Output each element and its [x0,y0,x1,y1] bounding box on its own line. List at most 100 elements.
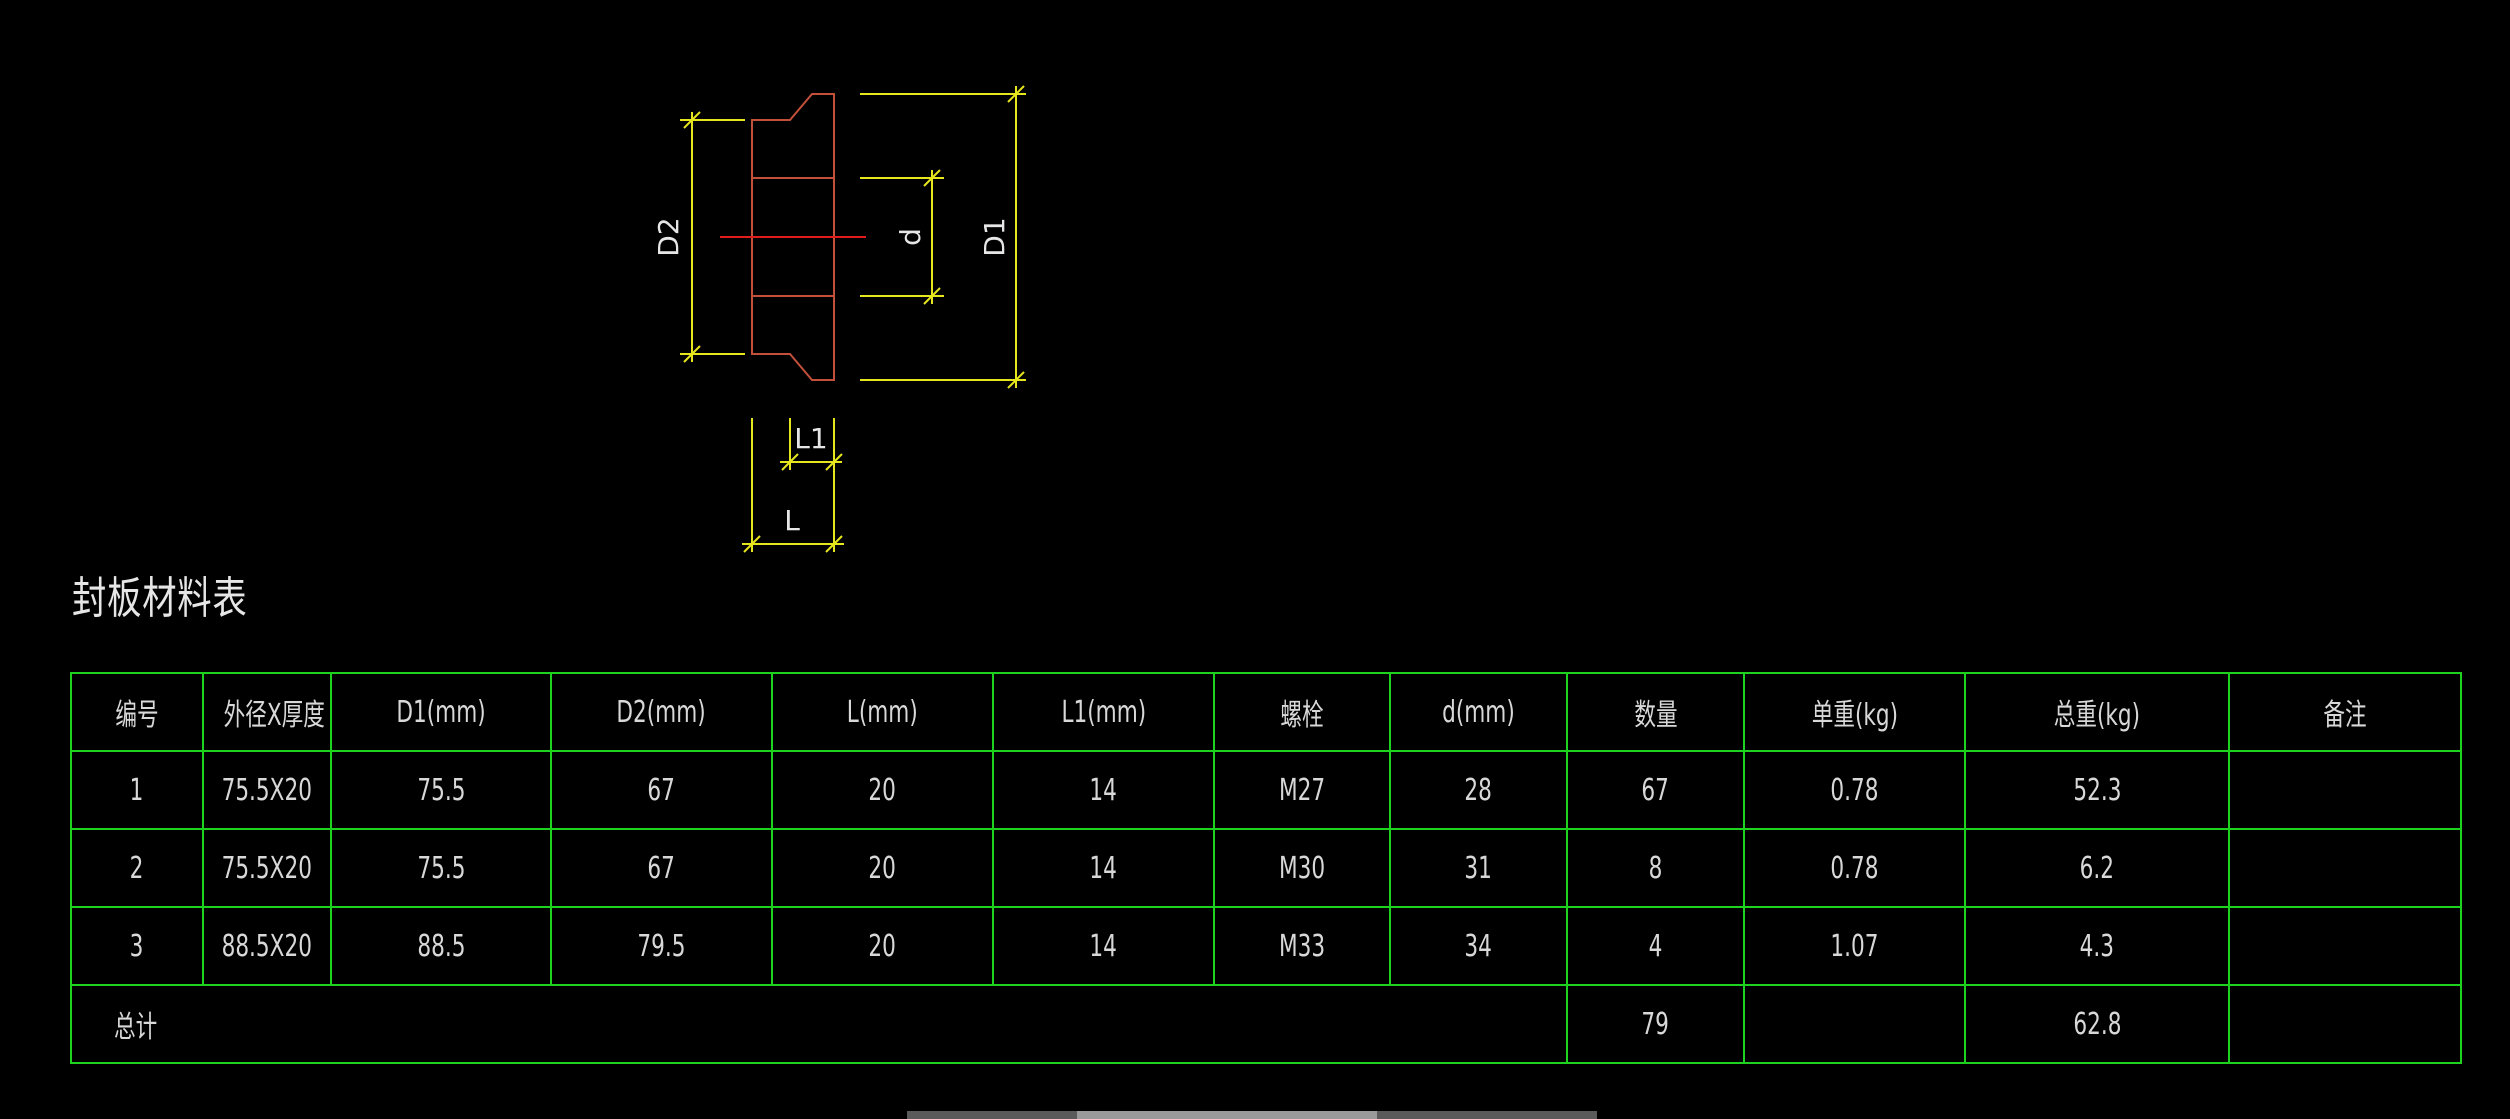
table-cell: 75.5X20 [202,828,332,908]
material-table-title: 封板材料表 [72,573,248,624]
l1-tick-left [781,453,799,471]
table-header-cell-text: 螺栓 [1280,698,1324,733]
table-cell-text: 20 [868,928,897,964]
table-cell: 20 [771,828,994,908]
table-cell-text: M33 [1278,928,1326,964]
d-tick-bottom [923,287,941,305]
table-cell-text: 0.78 [1830,850,1879,886]
table-cell-text: 4 [1648,928,1663,964]
table-cell: 31 [1389,828,1568,908]
table-cell-text: 4.3 [2079,928,2115,964]
table-cell-text: 75.5 [416,850,466,886]
table-header-cell-text: 总重(kg) [2053,698,2141,733]
table-cell: 67 [550,828,773,908]
table-cell: 88.5 [330,906,552,986]
table-cell: 20 [771,906,994,986]
dimension-label-d: d [894,228,927,246]
d2-tick-top [683,111,701,129]
table-cell-text: 75.5 [416,772,466,808]
table-cell: 4.3 [1964,906,2230,986]
table-cell-text: 34 [1464,928,1493,964]
table-cell-text: 1.07 [1830,928,1879,964]
table-header-cell: 数量 [1566,672,1745,752]
table-cell-text: 67 [1641,772,1670,808]
table-cell: 1 [70,750,204,830]
table-cell: 20 [771,750,994,830]
table-cell-text: 14 [1089,928,1118,964]
table-total-row: 总计 79 62.8 [70,984,2462,1064]
table-header-cell-text: 单重(kg) [1811,698,1898,733]
table-cell-text: 75.5X20 [221,772,313,808]
total-label-cell: 总计 [70,984,1568,1064]
table-header-cell-text: 外径X厚度 [223,698,325,733]
table-cell-text: 1 [130,772,144,808]
table-cell: 0.78 [1743,750,1966,830]
table-header-cell: 编号 [70,672,204,752]
table-cell-text: 79.5 [637,928,686,964]
total-label-cell-text: 总计 [114,1010,158,1045]
table-cell: 88.5X20 [202,906,332,986]
scrollbar-thumb[interactable] [1077,1111,1377,1119]
table-cell: 34 [1389,906,1568,986]
table-cell: 1.07 [1743,906,1966,986]
table-cell: 67 [1566,750,1745,830]
dimension-label-l: L [784,504,800,537]
table-cell: 2 [70,828,204,908]
table-header-cell-text: 备注 [2323,698,2367,733]
table-cell-text: 8 [1648,850,1663,886]
table-cell: 8 [1566,828,1745,908]
table-row: 3 88.5X20 88.5 79.5 20 14 M33 34 4 1.07 4.3 [70,906,2462,986]
table-header-cell-text: 编号 [115,698,159,733]
total-unit-weight-cell [1743,984,1966,1064]
table-cell: 4 [1566,906,1745,986]
table-cell-text: 0.78 [1830,772,1879,808]
table-cell-text: 67 [647,850,676,886]
total-remark-cell [2228,984,2462,1064]
table-cell-text: 14 [1089,850,1118,886]
dimension-lines [680,85,1026,553]
part-outline [751,93,835,381]
total-weight-cell: 62.8 [1964,984,2230,1064]
table-cell: M33 [1213,906,1391,986]
table-cell-text: 88.5X20 [221,928,313,964]
table-header-cell: D2(mm) [550,672,773,752]
table-cell-text: 88.5 [416,928,466,964]
table-cell: 75.5 [330,828,552,908]
table-cell: 75.5X20 [202,750,332,830]
table-cell-text: M30 [1278,850,1326,886]
d-tick-top [923,169,941,187]
table-cell-text: 28 [1464,772,1493,808]
table-cell [2228,750,2462,830]
table-cell-text: 14 [1089,772,1118,808]
plate-profile [751,93,835,381]
l-tick-right [825,535,843,553]
table-header-cell-text: D2(mm) [616,694,707,730]
d1-tick-top [1007,85,1025,103]
table-header-cell: 单重(kg) [1743,672,1966,752]
table-header-cell: 总重(kg) [1964,672,2230,752]
table-cell: 14 [992,750,1215,830]
total-weight-cell-text: 62.8 [2072,1006,2122,1042]
table-cell [2228,828,2462,908]
table-cell: 52.3 [1964,750,2230,830]
table-cell-text: 31 [1464,850,1493,886]
table-header-cell: 螺栓 [1213,672,1391,752]
horizontal-scrollbar[interactable] [907,1111,1597,1119]
table-cell-text: 6.2 [2079,850,2115,886]
l-tick-left [743,535,761,553]
table-cell: 0.78 [1743,828,1966,908]
d2-tick-bottom [683,345,701,363]
table-cell-text: 75.5X20 [221,850,313,886]
table-header-cell: d(mm) [1389,672,1568,752]
table-header-cell-text: 数量 [1633,698,1678,733]
table-header-cell: 备注 [2228,672,2462,752]
table-cell-text: 2 [130,850,144,886]
table-cell: 3 [70,906,204,986]
total-quantity-cell-text: 79 [1641,1006,1670,1042]
table-cell: 28 [1389,750,1568,830]
table-header-cell-text: d(mm) [1442,694,1515,730]
